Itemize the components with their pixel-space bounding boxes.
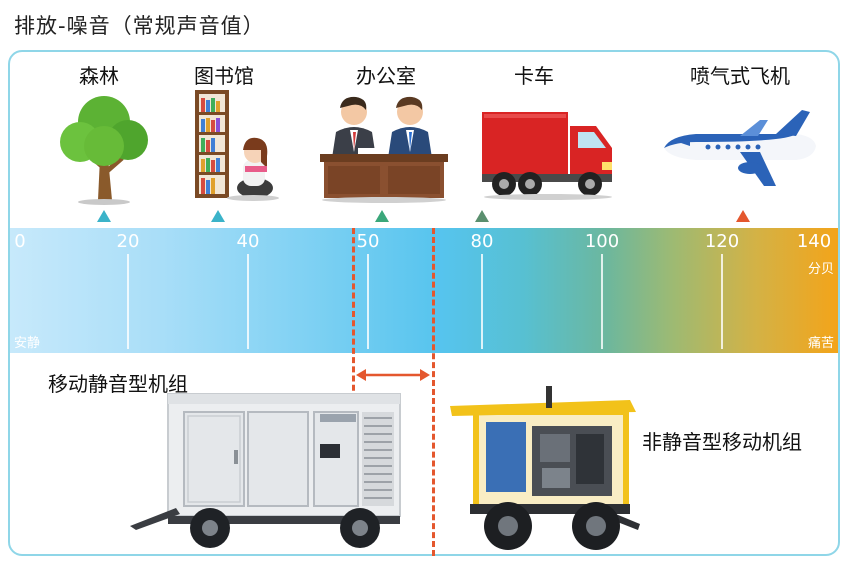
- tick-line: [481, 254, 483, 349]
- label-jet: 喷气式飞机: [690, 64, 790, 88]
- double-arrow-icon: [356, 369, 430, 381]
- nonsilent-generator-label: 非静音型移动机组: [642, 430, 802, 454]
- decibel-scale-band: [10, 228, 838, 353]
- marker-forest: [97, 210, 111, 222]
- nonsilent-generator-image: [450, 386, 640, 550]
- quiet-label: 安静: [14, 336, 41, 351]
- label-office: 办公室: [356, 64, 416, 88]
- tree-icon: [60, 96, 148, 205]
- silent-generator-image: [130, 393, 401, 548]
- tick-label: 0: [14, 231, 26, 252]
- unit-label: 分贝: [807, 262, 834, 277]
- tick-line: [721, 254, 723, 349]
- label-library: 图书馆: [194, 64, 254, 88]
- tick-line: [247, 254, 249, 349]
- tick-label: 50: [356, 231, 380, 252]
- page-title: 排放-噪音（常规声音值）: [14, 14, 265, 38]
- tick-line: [367, 254, 369, 349]
- office-icon: [320, 96, 448, 203]
- chart-frame: [8, 50, 840, 556]
- tick-line: [127, 254, 129, 349]
- marker-truck: [475, 210, 489, 222]
- truck-icon: [482, 112, 612, 200]
- marker-office: [375, 210, 389, 222]
- library-icon: [195, 90, 279, 201]
- tick-label: 80: [470, 231, 494, 252]
- label-forest: 森林: [79, 64, 119, 88]
- tick-label: 100: [584, 231, 620, 252]
- tick-label: 20: [116, 231, 140, 252]
- label-truck: 卡车: [514, 64, 554, 88]
- pain-label: 痛苦: [807, 336, 834, 351]
- marker-library: [211, 210, 225, 222]
- tick-label: 40: [236, 231, 260, 252]
- silent-range-line: [352, 228, 355, 400]
- silent-generator-label: 移动静音型机组: [48, 372, 188, 396]
- nonsilent-range-line: [432, 228, 435, 556]
- marker-jet: [736, 210, 750, 222]
- jet-icon: [664, 110, 816, 186]
- tick-line: [601, 254, 603, 349]
- tick-label: 140: [796, 231, 832, 252]
- tick-label: 120: [704, 231, 740, 252]
